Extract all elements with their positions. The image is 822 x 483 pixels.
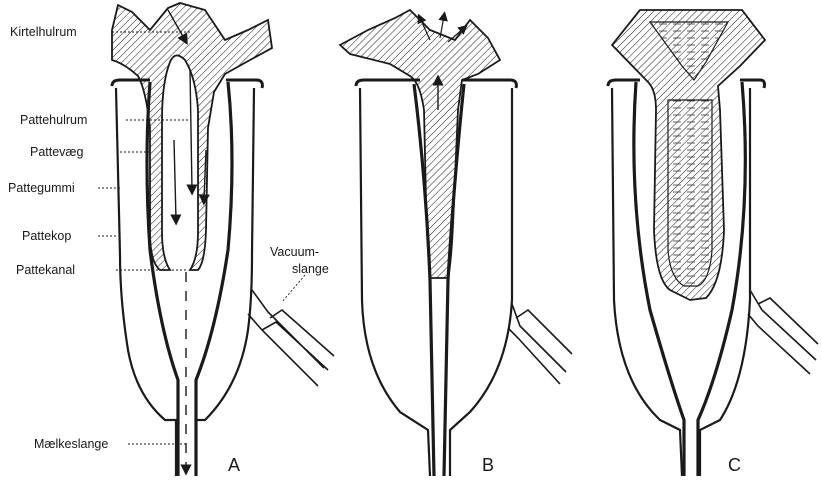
panel-letter-a: A [228,455,240,476]
label-pattevaeg: Pattevæg [30,145,84,159]
panel-b [340,10,572,476]
udder-tissue-a [112,3,272,270]
label-pattekop: Pattekop [22,229,71,243]
teat-milk-c [668,100,712,286]
vacuum-tube-c [748,290,818,374]
vacuum-tube-b [508,304,572,384]
label-kirtelhulrum: Kirtelhulrum [10,25,77,39]
vacuum-tube-a [248,290,334,386]
label-vacuum-line2: slange [292,262,329,276]
panel-letter-b: B [482,455,494,476]
label-maelkeslange: Mælkeslange [34,437,108,451]
label-pattehulrum: Pattehulrum [20,113,87,127]
label-vacuum-line1: Vacuum- [270,245,319,259]
panel-letter-c: C [728,455,741,476]
label-pattekanal: Pattekanal [16,263,75,277]
label-pattegummi: Pattegummi [8,181,75,195]
panel-c [608,10,818,476]
panel-a [112,3,334,476]
